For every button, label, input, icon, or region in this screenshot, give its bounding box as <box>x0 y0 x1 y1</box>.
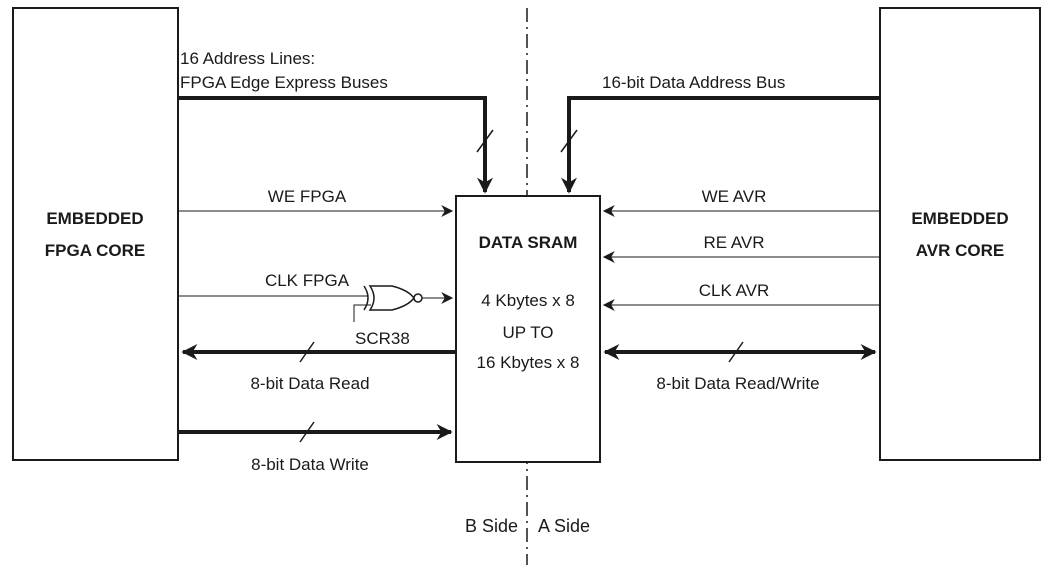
avr-data-rw-label: 8-bit Data Read/Write <box>656 374 819 393</box>
we-avr-label: WE AVR <box>702 187 767 206</box>
fpga-data-read-label: 8-bit Data Read <box>250 374 369 393</box>
clk-fpga-signal: CLK FPGA SCR38 <box>178 271 454 348</box>
fpga-address-bus: 16 Address Lines: FPGA Edge Express Buse… <box>178 49 494 194</box>
fpga-address-label-line2: FPGA Edge Express Buses <box>180 73 388 92</box>
avr-core-block: EMBEDDED AVR CORE <box>879 7 1041 461</box>
fpga-core-label-line2: FPGA CORE <box>45 241 145 260</box>
re-avr-signal: RE AVR <box>602 233 880 263</box>
sram-size-line2: UP TO <box>502 323 553 342</box>
avr-address-label: 16-bit Data Address Bus <box>602 73 785 92</box>
we-avr-signal: WE AVR <box>602 187 880 217</box>
fpga-address-label-line1: 16 Address Lines: <box>180 49 315 68</box>
fpga-data-write-label: 8-bit Data Write <box>251 455 369 474</box>
clk-fpga-label: CLK FPGA <box>265 271 350 290</box>
data-sram-block: DATA SRAM 4 Kbytes x 8 UP TO 16 Kbytes x… <box>455 195 601 463</box>
b-side-label: B Side <box>465 516 518 536</box>
avr-core-label-line1: EMBEDDED <box>911 209 1008 228</box>
fpga-data-write-bus: 8-bit Data Write <box>178 421 453 474</box>
sram-size-line1: 4 Kbytes x 8 <box>481 291 575 310</box>
avr-core-label-line2: AVR CORE <box>916 241 1004 260</box>
xnor-gate-icon <box>363 285 423 311</box>
we-fpga-signal: WE FPGA <box>178 187 454 217</box>
we-fpga-label: WE FPGA <box>268 187 347 206</box>
clk-avr-label: CLK AVR <box>699 281 770 300</box>
sram-size-line3: 16 Kbytes x 8 <box>476 353 579 372</box>
sram-title: DATA SRAM <box>479 233 578 252</box>
re-avr-label: RE AVR <box>703 233 764 252</box>
fpga-data-read-bus: 8-bit Data Read <box>181 341 456 393</box>
scr38-label: SCR38 <box>355 329 410 348</box>
fpga-core-block: EMBEDDED FPGA CORE <box>12 7 179 461</box>
a-side-label: A Side <box>538 516 590 536</box>
clk-avr-signal: CLK AVR <box>602 281 880 311</box>
fpga-core-label-line1: EMBEDDED <box>46 209 143 228</box>
avr-address-bus: 16-bit Data Address Bus <box>560 73 880 194</box>
avr-data-rw-bus: 8-bit Data Read/Write <box>603 341 877 393</box>
